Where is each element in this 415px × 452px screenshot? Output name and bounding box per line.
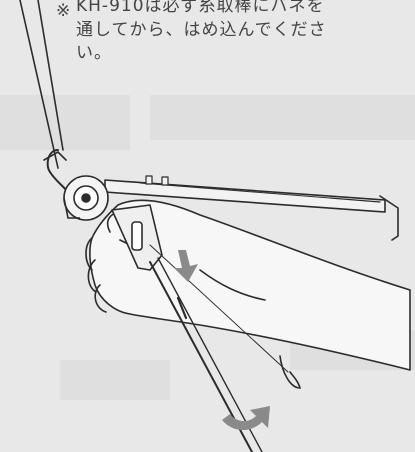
clamp-arm (111, 204, 163, 271)
thread-line (149, 244, 302, 389)
down-arrow-icon (174, 250, 198, 282)
note-mark: ※ (56, 1, 72, 21)
note-line-1: KH-910は必ず糸取棒にバネを (76, 0, 325, 16)
curved-arrow-icon (222, 406, 270, 431)
pivot-knob (63, 175, 109, 221)
hand (85, 199, 411, 371)
note-line-3: い。 (76, 43, 112, 63)
thread-guide-wire (19, 0, 67, 191)
note-line-2: 通してから、はめ込んでくださ (76, 20, 327, 40)
